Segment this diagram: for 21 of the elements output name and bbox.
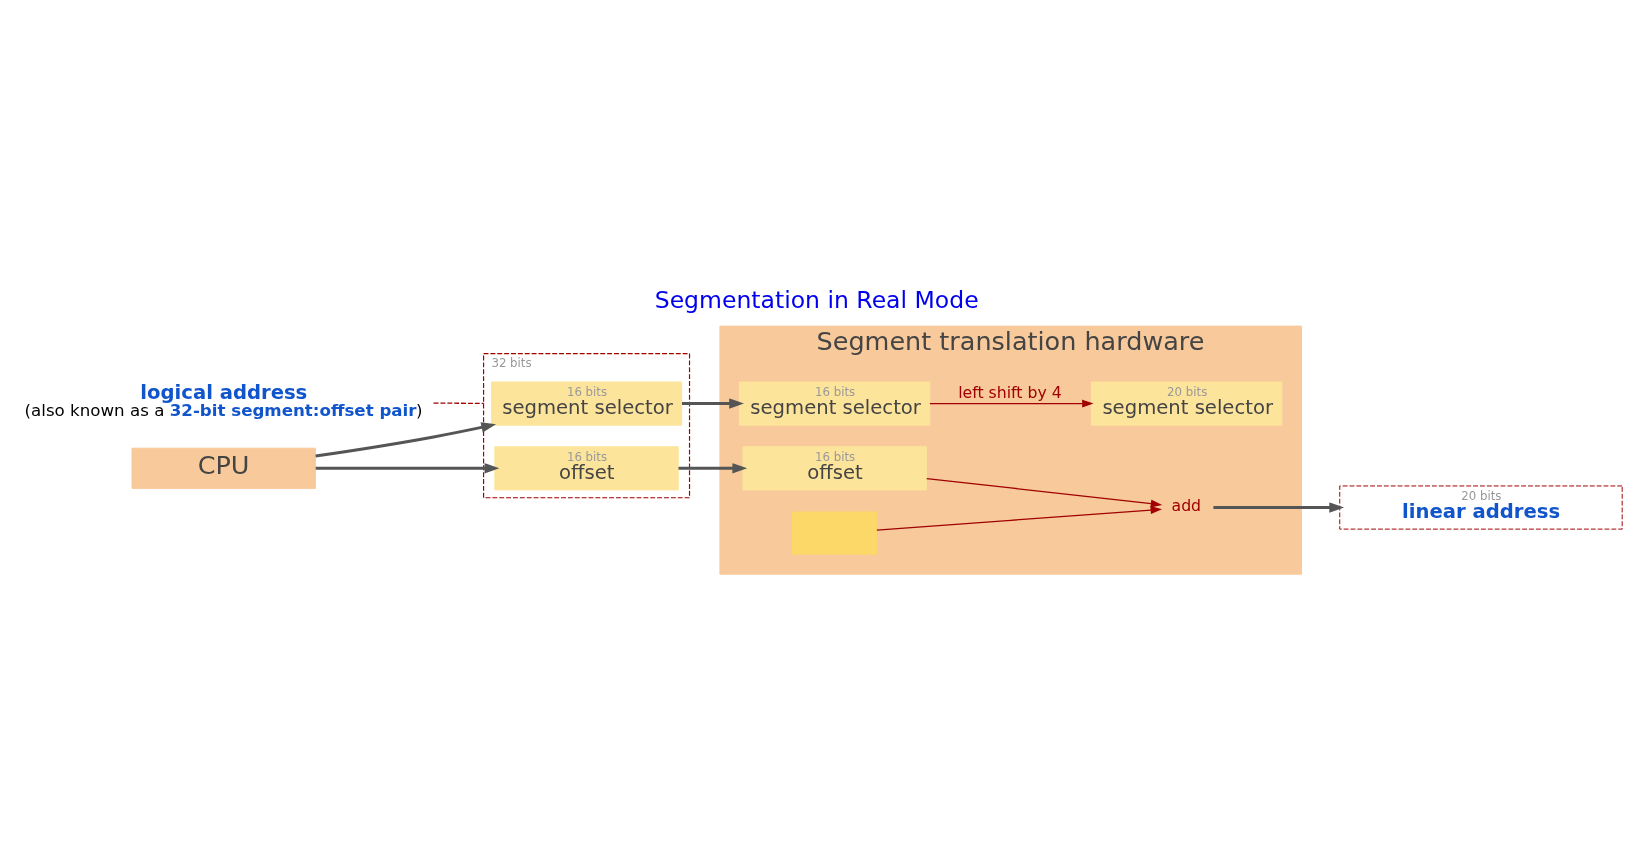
arrow (929, 399, 1094, 408)
arrow (876, 506, 1162, 531)
node-box: 16 bits segment selector (490, 381, 683, 426)
node-box: 16 bits offset (494, 446, 679, 491)
arrow (315, 422, 497, 458)
arrow (682, 398, 744, 409)
arrow (315, 463, 500, 474)
arrow (678, 463, 748, 474)
node-text: logical address (also known as a 32-bit segment:offset pair) (24, 381, 423, 421)
node-box (792, 511, 878, 555)
node-box: 20 bits linear address (1339, 485, 1623, 530)
edge-label: left shift by 4 (958, 383, 1062, 403)
node-box: 16 bits offset (742, 446, 927, 491)
arrow (926, 477, 1163, 508)
node-box: 16 bits segment selector (739, 381, 931, 426)
node-box: 20 bits segment selector (1091, 381, 1283, 426)
arrow (1213, 502, 1345, 513)
connector (432, 402, 485, 404)
node-box: CPU (131, 447, 316, 489)
node-text: add (1171, 496, 1202, 516)
diagram-title: Segmentation in Real Mode (654, 285, 979, 314)
